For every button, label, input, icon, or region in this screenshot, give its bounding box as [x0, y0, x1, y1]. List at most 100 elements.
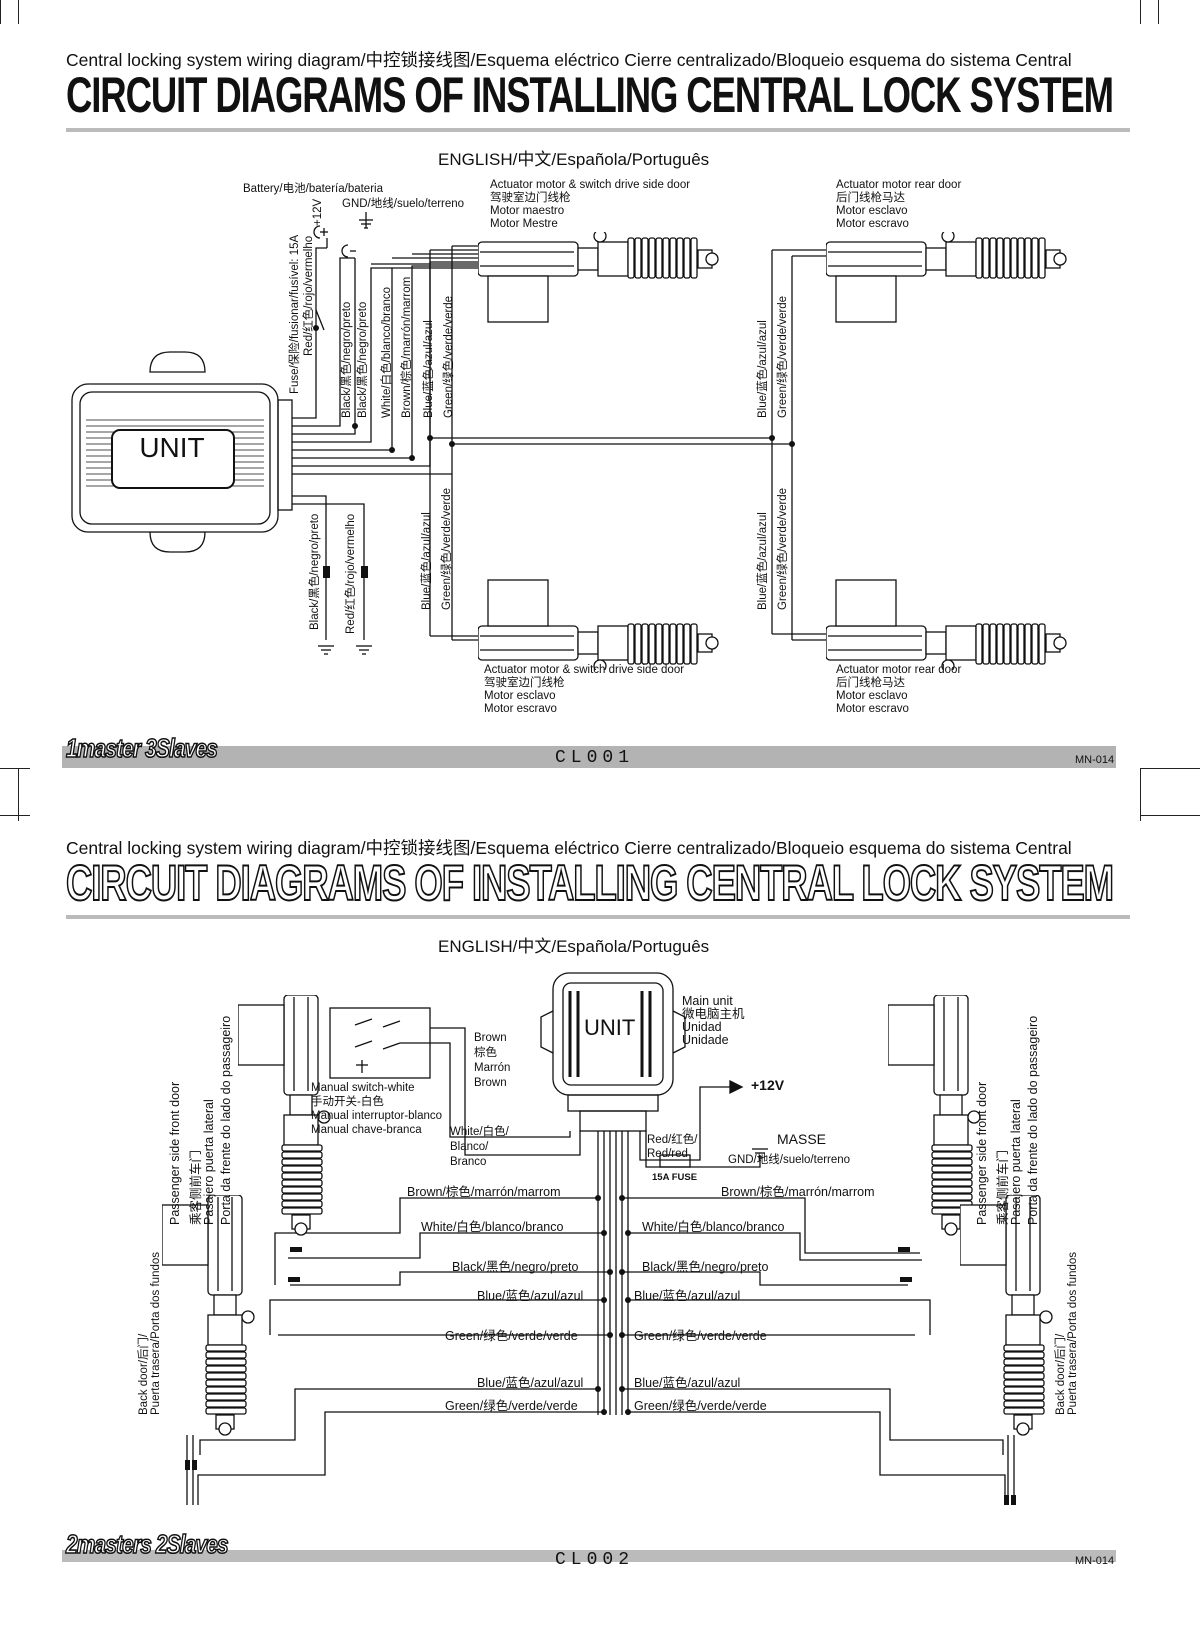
label-line: Brown: [474, 1032, 507, 1044]
wire-color-label: Black/黑色/negro/preto: [452, 1260, 579, 1274]
battery-label: Battery/电池/batería/bateria: [243, 183, 383, 195]
central-harness: [186, 1007, 1015, 1505]
wire-color-label: Green/绿色/verde/verde: [777, 487, 789, 610]
label-line: Motor esclavo: [836, 690, 908, 702]
wire-color-label: Blue/蓝色/azul/azul: [757, 512, 769, 610]
label-line: Red/red: [647, 1148, 688, 1160]
label-line: Motor Mestre: [490, 218, 558, 230]
model-code: CL001: [555, 748, 635, 768]
gnd-label: GND/地线/suelo/terreno: [342, 198, 465, 210]
configuration-tag: 2masters 2Slaves: [65, 1528, 229, 1560]
sheet-cl002: Central locking system wiring diagram/中控…: [0, 797, 1200, 1625]
wire-color-label: Passenger side front door: [975, 1081, 989, 1225]
diagram-subtitle: Central locking system wiring diagram/中控…: [66, 838, 1072, 858]
label-line: Actuator motor & switch drive side door: [490, 179, 691, 191]
crop-mark: [1140, 0, 1141, 24]
diagram-title: CIRCUIT DIAGRAMS OF INSTALLING CENTRAL L…: [65, 855, 1115, 911]
wire-color-label: White/白色/blanco/branco: [381, 286, 393, 418]
diagram-title: CIRCUIT DIAGRAMS OF INSTALLING CENTRAL L…: [66, 67, 1114, 123]
crop-mark: [1140, 768, 1200, 769]
label-line: 后门线枪马达: [836, 192, 905, 204]
wire-color-label: Blue/蓝色/azul/azul: [423, 320, 435, 418]
wiring-diagram-cl002: [185, 972, 1016, 1505]
unit-label: UNIT: [584, 1015, 636, 1040]
label-line: 微电脑主机: [682, 1007, 745, 1021]
wire-color-label: Green/绿色/verde/verde: [445, 1399, 578, 1413]
crop-mark: [18, 0, 19, 24]
label-line: Actuator motor & switch drive side door: [484, 664, 685, 676]
crop-mark: [1158, 0, 1159, 24]
actuator-passenger-front-left: [238, 995, 331, 1236]
crop-mark: [18, 768, 19, 800]
wire-color-label: Green/绿色/verde/verde: [443, 295, 455, 418]
wire-color-label: Pasajero puerta lateral: [202, 1099, 216, 1225]
label-line: Motor escravo: [836, 218, 909, 230]
wire-color-label: Back door/后门/: [1055, 1333, 1067, 1415]
wire-color-label: Green/绿色/verde/verde: [777, 295, 789, 418]
label-line: Manual switch-white: [311, 1082, 415, 1094]
main-unit: [540, 972, 686, 1132]
model-code: CL002: [555, 1550, 635, 1570]
crop-mark: [1140, 797, 1141, 821]
fuse-label: 15A FUSE: [652, 1172, 698, 1183]
wire-color-label: Back door/后门/: [138, 1333, 150, 1415]
wire-color-label: Red/红色/rojo/vermelho: [303, 235, 315, 356]
crop-mark: [1140, 768, 1141, 800]
label-line: Marrón: [474, 1062, 511, 1074]
label-line: Actuator motor rear door: [836, 179, 962, 191]
wire-color-label: Puerta trasera/Porta dos fundos: [1067, 1251, 1079, 1415]
wire-color-label: Blue/蓝色/azul/azul: [634, 1376, 741, 1390]
plus-12v-label: +12V: [751, 1077, 785, 1093]
red-wire-label: Red/红色/Red/red: [647, 1133, 698, 1161]
crop-mark: [1140, 815, 1200, 816]
wire-color-label: Green/绿色/verde/verde: [441, 487, 453, 610]
masse-label: MASSE: [777, 1131, 827, 1147]
wire-color-label: Brown/棕色/marrón/marrom: [407, 1185, 561, 1199]
label-line: 驾驶室边门线枪: [484, 677, 565, 689]
label-line: Main unit: [682, 994, 733, 1008]
label-line: White/白色/: [450, 1126, 509, 1138]
label-line: Branco: [450, 1156, 487, 1168]
label-line: Red/红色/: [647, 1134, 698, 1146]
gnd-label: GND/地线/suelo/terreno: [728, 1154, 851, 1166]
label-line: Blanco/: [450, 1141, 489, 1153]
wire-color-label: Red/红色/rojo/vermelho: [345, 513, 357, 634]
wire-color-label: Pasajero puerta lateral: [1009, 1099, 1023, 1225]
label-line: Actuator motor rear door: [836, 664, 962, 676]
actuator-back-door-right: [960, 1195, 1053, 1436]
wire-color-label: Green/绿色/verde/verde: [445, 1329, 578, 1343]
wire-color-label: Black/黑色/negro/preto: [642, 1260, 769, 1274]
label-line: 棕色: [474, 1047, 497, 1059]
label-line: 后门线枪马达: [836, 677, 905, 689]
title-underline: [66, 915, 1130, 919]
actuator-drive-side-bottom: [478, 579, 719, 670]
junctions: [185, 1195, 1016, 1505]
label-line: Unidade: [682, 1033, 729, 1047]
wire-color-label: Blue/蓝色/azul/azul: [757, 320, 769, 418]
wire-color-label: Puerta trasera/Porta dos fundos: [150, 1251, 162, 1415]
label-line: Motor esclavo: [484, 690, 556, 702]
wire-color-label: Blue/蓝色/azul/azul: [477, 1289, 584, 1303]
wire-color-label: Brown/棕色/marrón/marrom: [721, 1185, 875, 1199]
crop-mark: [0, 768, 30, 769]
crop-mark: [0, 815, 30, 816]
wire-color-label: White/白色/blanco/branco: [642, 1220, 785, 1234]
actuator-passenger-front-right: [888, 995, 981, 1236]
manual-number: MN-014: [1075, 1555, 1115, 1567]
wire-color-label: White/白色/blanco/branco: [421, 1220, 564, 1234]
wire-color-label: Blue/蓝色/azul/azul: [477, 1376, 584, 1390]
label-line: Motor maestro: [490, 205, 565, 217]
configuration-tag: 1master 3Slaves: [65, 732, 218, 764]
label-line: Manual interruptor-blanco: [311, 1110, 443, 1122]
label-line: Brown: [474, 1077, 507, 1089]
sheet-cl001: Central locking system wiring diagram/中控…: [0, 0, 1200, 800]
wire-color-label: Porta da frente do lado do passageiro: [1026, 1015, 1040, 1225]
crop-mark: [0, 0, 1, 24]
